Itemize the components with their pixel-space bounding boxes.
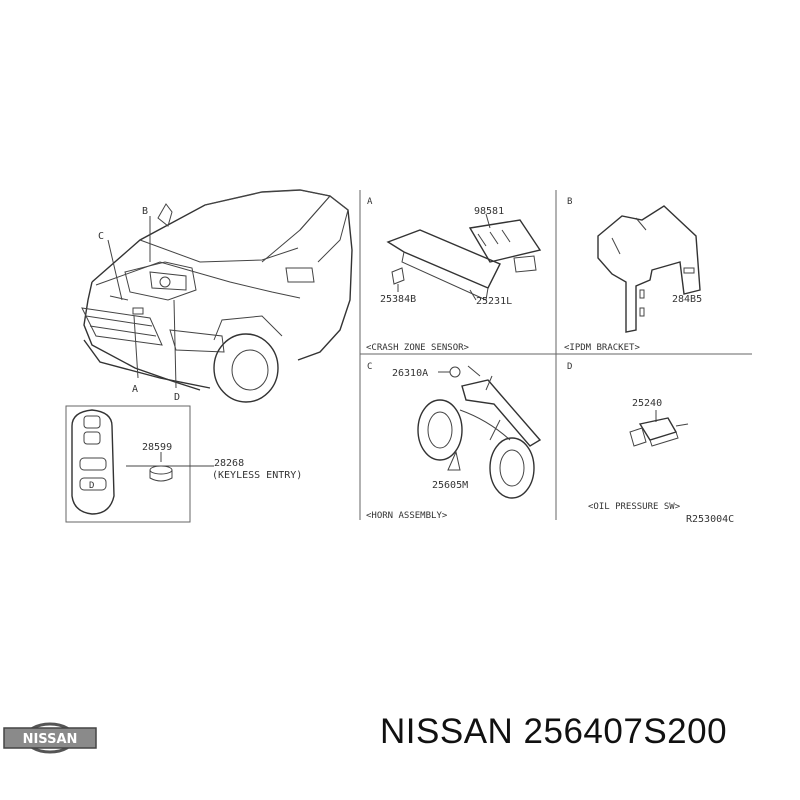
section-c-letter: C [367,362,372,372]
svg-text:D: D [89,481,94,491]
oil-pressure-switch [629,410,689,447]
section-d-caption: <OIL PRESSURE SW> [588,502,681,512]
svg-text:NISSAN: NISSAN [23,732,78,747]
keyless-entry-caption: (KEYLESS ENTRY) [212,470,302,481]
part-number-25240: 25240 [632,398,662,409]
section-a-caption: <CRASH ZONE SENSOR> [366,343,470,353]
callout-c: C [98,231,104,242]
callout-b: B [142,206,148,217]
crash-zone-sensor [386,213,542,301]
callout-a: A [132,384,138,395]
part-number-25231l: 25231L [476,296,512,307]
nissan-logo: NISSAN [3,722,97,754]
part-number-284b5: 284B5 [672,294,702,305]
section-b-caption: <IPDM BRACKET> [564,343,640,353]
part-title: NISSAN 256407S200 [380,712,728,751]
horn-assembly [417,365,542,499]
part-number-28268: 28268 [214,458,244,469]
section-c-caption: <HORN ASSEMBLY> [366,511,448,521]
ipdm-bracket [597,205,701,333]
part-number-28599: 28599 [142,442,172,453]
diagram-code: R253004C [686,514,734,525]
keyless-remote: D [71,409,115,515]
remote-inset-frame [65,405,191,523]
callout-d: D [174,392,180,403]
part-number-98581: 98581 [474,206,504,217]
clip [391,267,405,292]
part-number-25605m: 25605M [432,480,468,491]
vehicle-illustration [81,189,353,403]
section-a-letter: A [367,197,373,207]
part-number-25384b: 25384B [380,294,416,305]
section-b-letter: B [567,197,572,207]
part-number-26310a: 26310A [392,368,428,379]
section-d-letter: D [567,362,572,372]
